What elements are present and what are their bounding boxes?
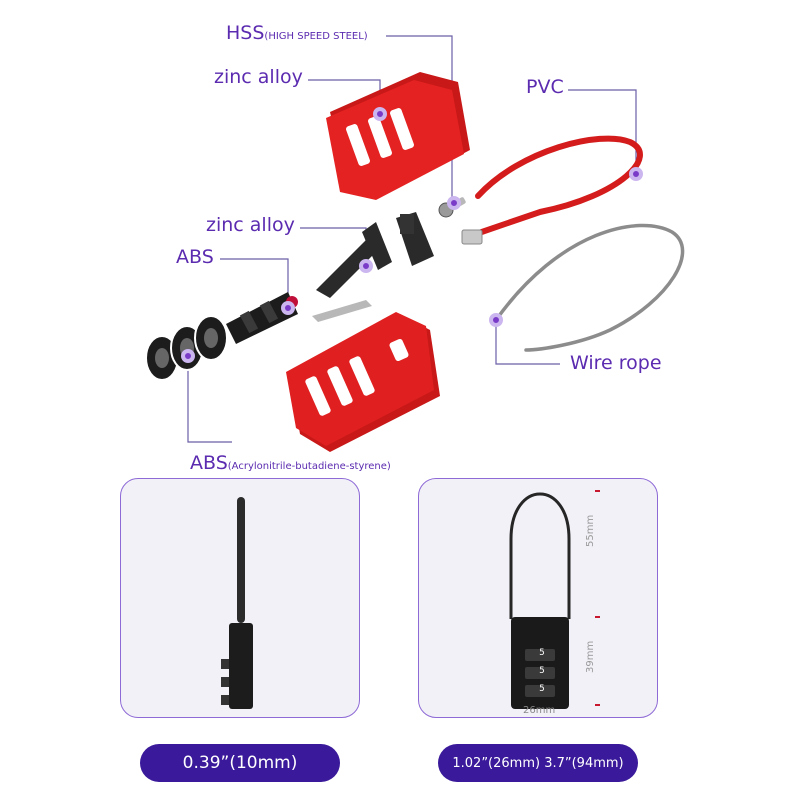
abs-bottom-leader (187, 358, 232, 443)
abs-bottom-label: ABS(Acrylonitrile-butadiene-styrene) (190, 452, 391, 474)
side-view-panel (120, 478, 360, 718)
right-caption-pill: 1.02”(26mm) 3.7”(94mm) (438, 744, 638, 782)
abs-cylinder (226, 292, 298, 344)
hss-label: HSS(HIGH SPEED STEEL) (226, 22, 368, 44)
bottom-shell (286, 312, 440, 452)
exploded-lock-diagram (145, 35, 685, 452)
zinc-alloy-mid-label: zinc alloy (206, 214, 295, 236)
top-shell (326, 72, 470, 200)
height-bottom-dimension: 39mm (585, 640, 596, 673)
height-top-dimension: 55mm (585, 514, 596, 547)
side-view-lock (221, 497, 253, 709)
dial-digit-1: 5 (539, 648, 545, 658)
front-view-lock (509, 490, 600, 709)
wire-rope (494, 223, 685, 352)
abs-top-leader (220, 258, 289, 306)
zinc-alloy-top-label: zinc alloy (214, 66, 303, 88)
pvc-cable (467, 135, 643, 239)
front-view-panel: 5 5 5 55mm 39mm 26mm (418, 478, 658, 718)
width-dimension: 26mm (523, 705, 556, 716)
zinc-parts (312, 212, 434, 322)
pvc-leader (568, 89, 637, 172)
cable-ferrule (461, 229, 483, 245)
marker-dots (181, 107, 643, 363)
abs-top-label: ABS (176, 246, 214, 268)
pvc-label: PVC (526, 76, 564, 98)
dial-digit-2: 5 (539, 666, 545, 676)
wire-rope-leader (495, 322, 560, 365)
dial-digit-3: 5 (539, 684, 545, 694)
wire-rope-label: Wire rope (570, 352, 662, 374)
dial-rings (145, 315, 228, 381)
left-caption-pill: 0.39”(10mm) (140, 744, 340, 782)
